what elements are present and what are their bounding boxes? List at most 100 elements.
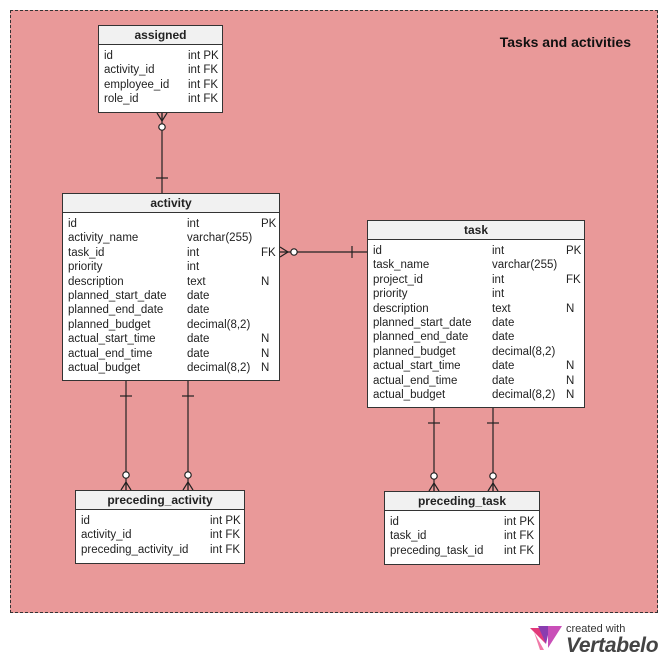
column-type: int PK	[210, 514, 241, 528]
column-type: int	[492, 273, 505, 286]
column-name: description	[68, 275, 124, 288]
column-row[interactable]: preceding_activity_id int FK	[76, 543, 244, 557]
column-row[interactable]: description text N	[63, 275, 279, 289]
column-type: int	[504, 530, 517, 543]
column-type: int FK	[210, 528, 240, 542]
column-type: date	[492, 331, 515, 344]
column-name: id	[68, 218, 77, 230]
column-name: employee_id	[104, 78, 170, 91]
optional-circle-mark	[430, 472, 438, 480]
column-type: text	[187, 275, 206, 288]
table-activity[interactable]: activity id int PK activity_name varchar(255…	[62, 193, 280, 381]
column-row[interactable]: activity_name varchar(255)	[63, 231, 279, 245]
optional-circle-mark	[158, 123, 166, 131]
column-type: date	[187, 304, 210, 317]
column-row[interactable]: project_id int FK	[368, 273, 584, 287]
optional-circle-mark	[122, 471, 130, 479]
column-name: planned_end_date	[373, 331, 469, 344]
column-key: FK	[203, 64, 219, 77]
column-key: N	[566, 374, 575, 387]
column-key: FK	[519, 530, 535, 543]
column-type: date	[492, 316, 515, 329]
optional-circle-mark	[290, 248, 298, 256]
column-key: N	[261, 275, 270, 288]
column-row[interactable]: id int PK	[63, 217, 279, 231]
column-row[interactable]: task_name varchar(255)	[368, 258, 584, 272]
optional-circle-mark	[489, 472, 497, 480]
column-key: PK	[225, 515, 241, 527]
column-name: project_id	[373, 273, 423, 286]
column-name: task_id	[68, 246, 105, 259]
column-name: id	[104, 50, 113, 62]
column-row[interactable]: planned_start_date date	[63, 289, 279, 303]
subject-area-title: Tasks and activities	[499, 34, 631, 50]
column-row[interactable]: planned_end_date date	[63, 303, 279, 317]
column-name: task_name	[373, 259, 430, 272]
column-type: varchar(255)	[187, 232, 253, 245]
column-key: FK	[566, 273, 581, 286]
column-type: varchar(255)	[492, 259, 558, 272]
column-type: int	[188, 64, 201, 77]
column-type: int	[188, 93, 201, 106]
column-key: PK	[261, 218, 277, 230]
column-name: task_id	[390, 530, 427, 543]
column-name: priority	[373, 288, 408, 301]
table-header: activity	[63, 194, 279, 213]
column-name: id	[390, 516, 399, 528]
table-header: preceding_activity	[76, 491, 244, 510]
column-name: planned_start_date	[68, 289, 167, 302]
column-key: N	[261, 347, 270, 360]
column-type: int	[504, 516, 517, 528]
column-type: date	[187, 333, 210, 346]
column-type: date	[187, 289, 210, 302]
column-type: int PK	[504, 515, 535, 529]
column-row[interactable]: task_id int FK	[385, 529, 539, 543]
column-key: FK	[203, 93, 219, 106]
column-name: preceding_activity_id	[81, 543, 189, 556]
column-name: description	[373, 302, 429, 315]
column-type: int	[187, 218, 200, 230]
column-row[interactable]: planned_end_date date	[368, 330, 584, 344]
column-type: date	[492, 374, 515, 387]
column-type: int	[210, 515, 223, 527]
column-type: int	[187, 246, 200, 259]
column-name: activity_id	[81, 529, 132, 542]
column-name: planned_end_date	[68, 304, 164, 317]
crows-foot-mark	[279, 246, 290, 258]
column-name: activity_name	[68, 232, 139, 245]
column-name: actual_start_time	[373, 360, 461, 373]
column-type: decimal(8,2)	[187, 318, 251, 331]
column-row[interactable]: id int PK	[385, 515, 539, 529]
table-header: preceding_task	[385, 492, 539, 511]
column-type: int FK	[210, 543, 240, 557]
column-type: int	[210, 543, 223, 556]
table-header: assigned	[99, 26, 222, 45]
column-type: date	[187, 347, 210, 360]
column-key: PK	[566, 245, 582, 257]
column-row[interactable]: activity_id int FK	[76, 528, 244, 542]
